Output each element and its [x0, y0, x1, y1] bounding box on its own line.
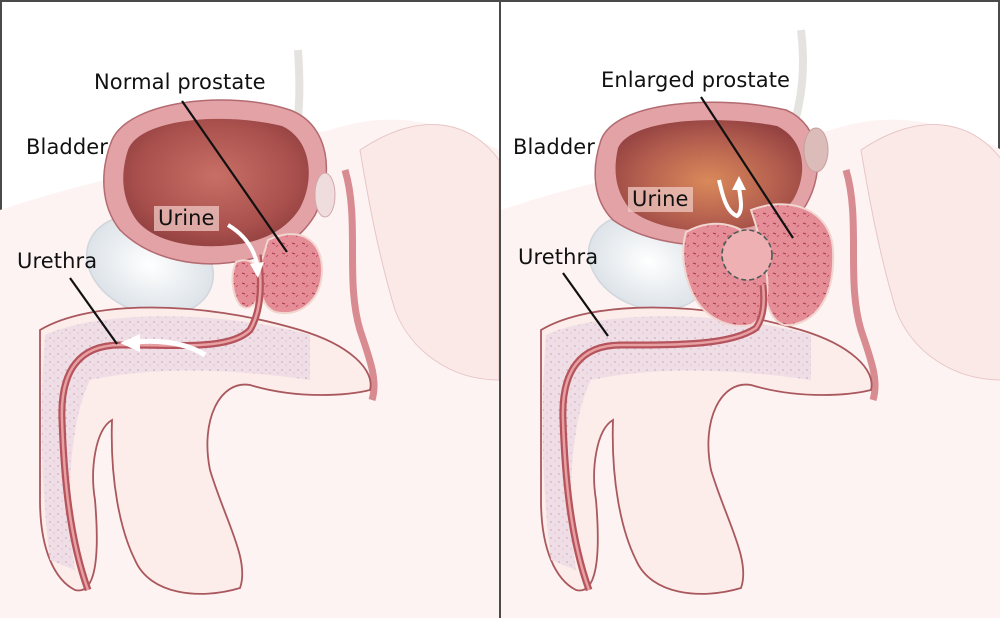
enlarged-prostate-leader-line	[700, 96, 794, 239]
panel-normal-prostate: Normal prostate Bladder Urine Urethra	[0, 0, 499, 618]
normal-anatomy-illustration	[0, 49, 499, 618]
urine-label: Urine	[154, 206, 219, 231]
urethra-flow-arrow	[134, 338, 207, 358]
urethra-leader-line	[562, 272, 609, 337]
bladder-label: Bladder	[513, 135, 596, 159]
urine-label: Urine	[628, 187, 693, 212]
obstruction-zone-dashed	[721, 229, 773, 281]
urethra-leader-line	[69, 277, 118, 345]
panel-enlarged-prostate: Enlarged prostate Bladder Urine Urethra	[499, 0, 1000, 618]
enlarged-prostate-label: Enlarged prostate	[601, 68, 791, 92]
normal-prostate-leader-line	[181, 100, 288, 253]
bladder-label: Bladder	[26, 135, 109, 159]
urethra-label: Urethra	[17, 249, 98, 273]
enlarged-anatomy-illustration	[501, 29, 1000, 618]
normal-prostate-label: Normal prostate	[94, 70, 266, 94]
blocked-flow-arrow	[717, 179, 743, 219]
urethra-label: Urethra	[518, 245, 599, 269]
